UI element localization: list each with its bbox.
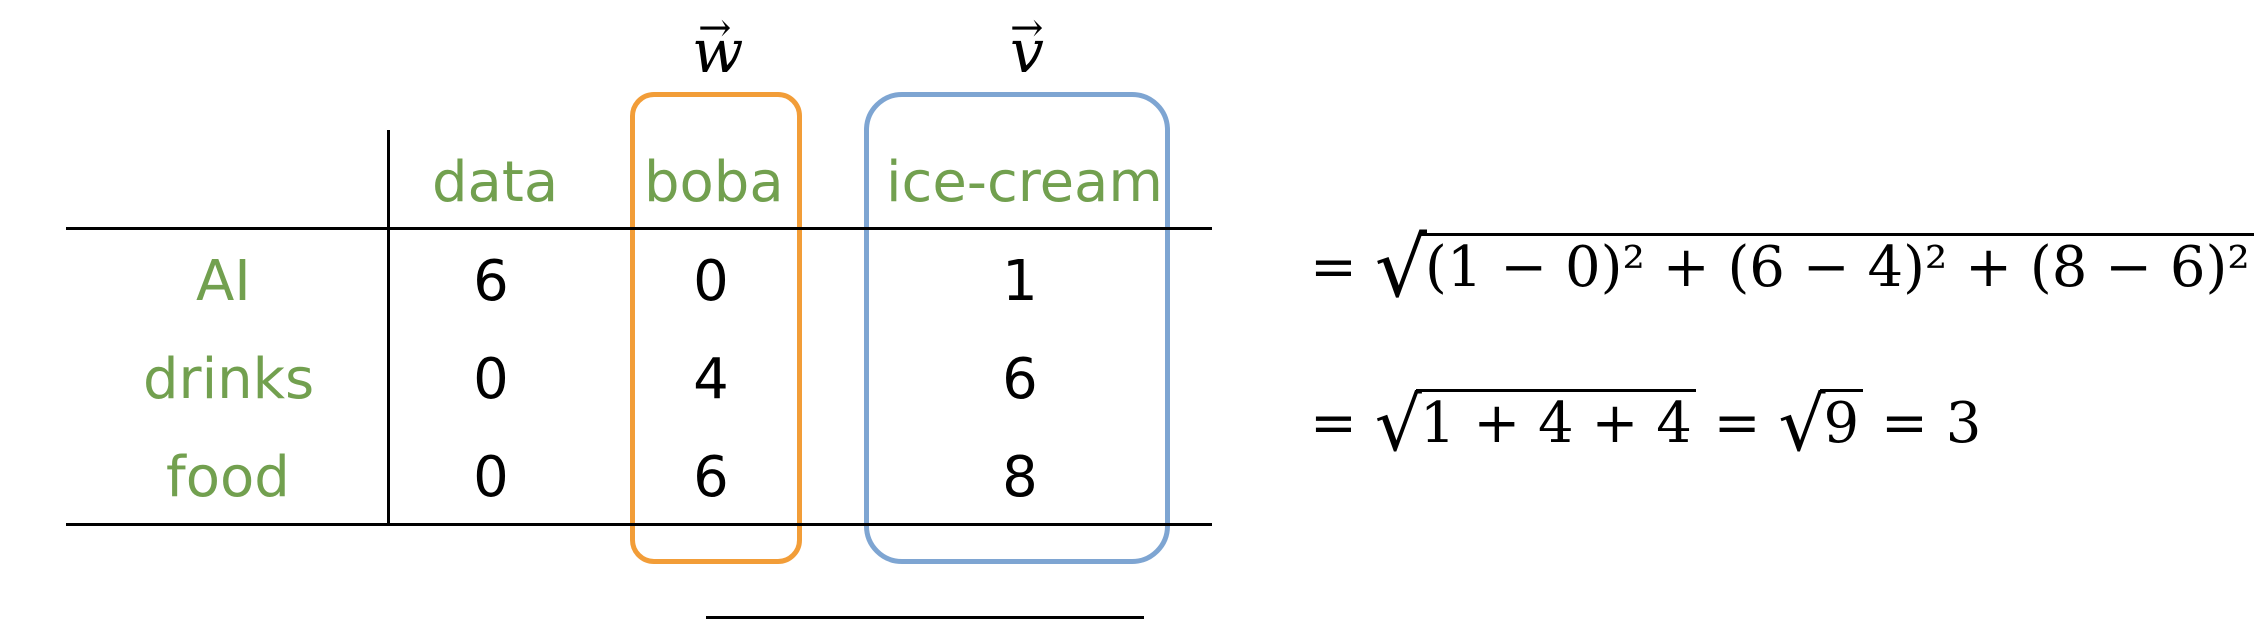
sqrt-icon: √ xyxy=(1374,382,1422,468)
table-cell: 0 xyxy=(473,347,509,412)
sqrt-icon: √ xyxy=(1778,382,1826,468)
row-label-drinks: drinks xyxy=(143,347,315,412)
table-cell: 0 xyxy=(473,445,509,510)
boba-column-highlight xyxy=(630,92,802,564)
table-bottom-rule xyxy=(66,523,1212,526)
table-header-rule xyxy=(66,227,1212,230)
icecream-column-highlight xyxy=(864,92,1170,564)
equation-line-1: = √(1 − 0)² + (6 − 4)² + (8 − 6)² xyxy=(1310,228,2254,310)
column-header-boba: boba xyxy=(644,150,784,215)
table-cell: 1 xyxy=(1002,249,1038,314)
equals-sign: = xyxy=(1310,391,1357,456)
row-label-ai: AI xyxy=(196,249,251,314)
equals-sign: = xyxy=(1713,391,1761,456)
vector-arrow-icon: → xyxy=(1010,5,1044,51)
table-cell: 4 xyxy=(693,347,729,412)
row-label-food: food xyxy=(166,445,290,510)
table-cell: 8 xyxy=(1002,445,1038,510)
table-label-divider xyxy=(387,130,390,526)
vector-arrow-icon: → xyxy=(698,5,732,51)
table-cell: 0 xyxy=(693,249,729,314)
vector-w-label: → w xyxy=(692,5,744,87)
equals-sign: = xyxy=(1310,235,1357,300)
bottom-rule-fragment xyxy=(706,616,1144,619)
vector-v-label: → v xyxy=(1010,5,1044,87)
result: = 3 xyxy=(1880,391,1982,456)
radicand: 9 xyxy=(1819,389,1864,452)
radicand: 1 + 4 + 4 xyxy=(1415,389,1696,452)
equation-line-2: = √1 + 4 + 4 = √9 = 3 xyxy=(1310,388,1981,462)
column-header-data: data xyxy=(432,150,559,215)
radicand: (1 − 0)² + (6 − 4)² + (8 − 6)² xyxy=(1421,233,2254,296)
column-header-icecream: ice-cream xyxy=(886,150,1163,215)
table-cell: 6 xyxy=(473,249,509,314)
table-cell: 6 xyxy=(693,445,729,510)
sqrt-icon: √ xyxy=(1374,221,1427,316)
table-cell: 6 xyxy=(1002,347,1038,412)
